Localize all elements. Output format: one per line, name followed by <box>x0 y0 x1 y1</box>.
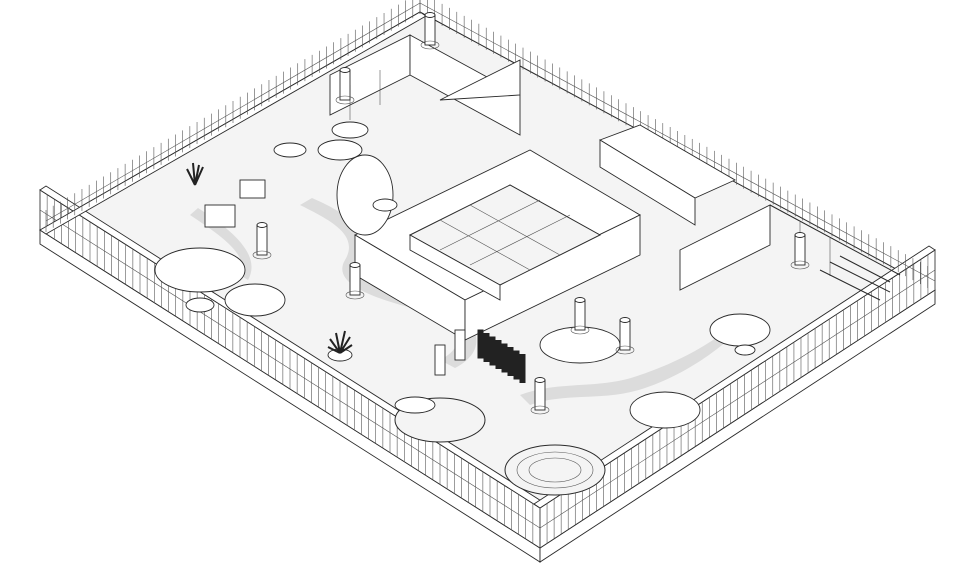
transom <box>419 2 936 282</box>
column-top <box>424 12 436 18</box>
column-top <box>349 262 361 268</box>
column <box>794 234 806 266</box>
column-base <box>530 405 550 415</box>
column-top <box>339 67 351 73</box>
column-top <box>534 377 546 383</box>
column-top <box>574 297 586 303</box>
facade-mullions-back-right <box>419 0 936 292</box>
locker <box>513 350 520 380</box>
column <box>424 14 436 46</box>
plants <box>186 162 353 362</box>
column <box>534 379 546 411</box>
locker <box>477 329 484 359</box>
gym-equipment <box>819 255 891 301</box>
furniture <box>185 121 756 414</box>
transom <box>45 2 421 222</box>
central-core <box>354 149 641 341</box>
column-base <box>615 345 635 355</box>
column <box>349 264 361 296</box>
column <box>256 224 268 256</box>
column-base <box>570 325 590 335</box>
column-base <box>790 260 810 270</box>
locker <box>507 347 514 376</box>
locker <box>519 354 526 383</box>
column-base <box>345 290 365 300</box>
column <box>619 319 631 351</box>
column-top <box>794 232 806 238</box>
column-base <box>335 95 355 105</box>
transom <box>539 269 936 529</box>
locker-bank <box>477 329 526 383</box>
column <box>339 69 351 101</box>
facade-mullions-back-left <box>45 0 421 232</box>
curved-pods <box>154 154 771 496</box>
column <box>574 299 586 331</box>
column-top <box>619 317 631 323</box>
locker <box>483 333 490 362</box>
column-top <box>256 222 268 228</box>
column-base <box>420 40 440 50</box>
locker <box>495 340 502 369</box>
locker <box>489 336 496 366</box>
transom <box>39 209 541 529</box>
locker <box>501 343 508 373</box>
facade-mullions-right <box>539 250 936 548</box>
structural-columns <box>252 12 810 415</box>
east-wing-rooms <box>598 124 901 291</box>
column-base <box>252 250 272 260</box>
